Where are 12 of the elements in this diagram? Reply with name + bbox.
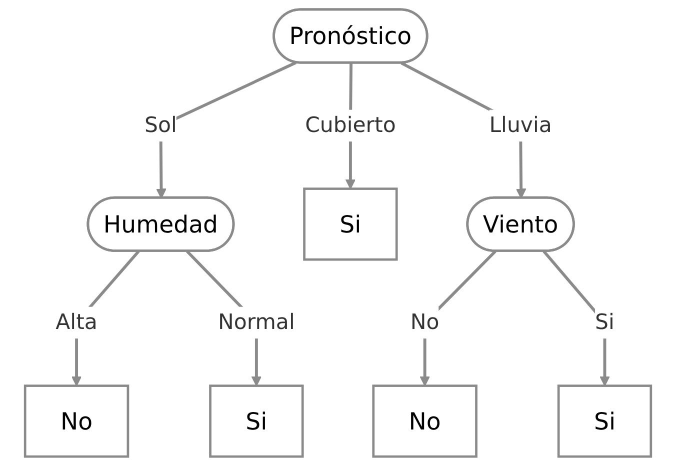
edge-label: Alta	[56, 310, 98, 336]
node-box: Si	[209, 384, 304, 458]
edge-label: Cubierto	[305, 113, 396, 138]
node-box: Si	[557, 384, 652, 458]
edge-label: Sol	[144, 113, 177, 138]
edge-label: Si	[595, 310, 614, 336]
edge-label: No	[410, 310, 440, 336]
node-box: No	[372, 384, 478, 458]
edge-label: Normal	[218, 310, 295, 336]
node-box: No	[24, 384, 130, 458]
edge-label: Lluvia	[489, 113, 552, 138]
node-box: Si	[303, 188, 398, 261]
